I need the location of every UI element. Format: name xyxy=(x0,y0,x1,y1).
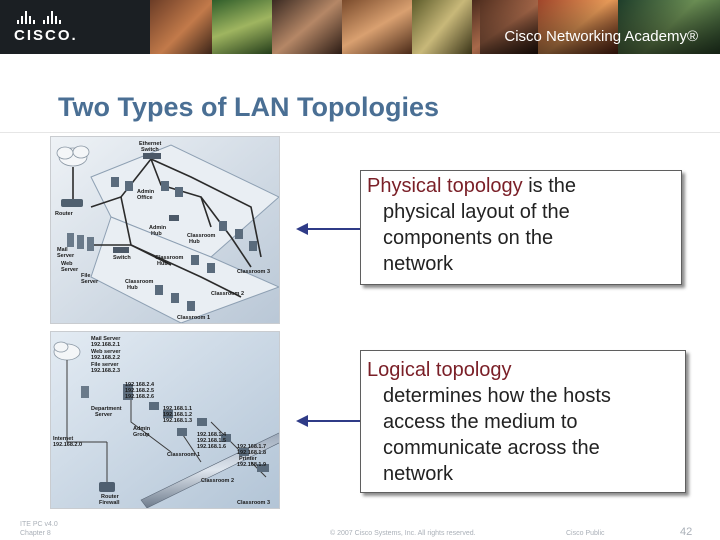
page-number: 42 xyxy=(680,526,693,538)
footer-copyright: © 2007 Cisco Systems, Inc. All rights re… xyxy=(330,530,476,537)
svg-text:Server: Server xyxy=(81,279,99,285)
svg-text:Web: Web xyxy=(61,261,73,267)
banner-photo xyxy=(150,0,212,54)
callout-text: communicate across the xyxy=(383,437,600,459)
banner-photo xyxy=(272,0,342,54)
svg-text:Mail Server: Mail Server xyxy=(91,336,121,342)
svg-text:Hub: Hub xyxy=(189,239,200,245)
svg-text:192.168.2.6: 192.168.2.6 xyxy=(125,394,154,400)
svg-text:192.168.1.1: 192.168.1.1 xyxy=(163,406,192,412)
svg-text:Firewall: Firewall xyxy=(99,500,120,506)
physical-topology-drawing: Ethernet Switch Router Admin Office Admi… xyxy=(51,137,279,323)
svg-text:Web server: Web server xyxy=(91,349,121,355)
cloud-icon xyxy=(53,341,81,361)
callout-text: network xyxy=(383,253,454,275)
svg-text:Router: Router xyxy=(55,211,74,217)
cisco-bars-icon xyxy=(17,10,78,24)
physical-topology-callout: Physical topology is the physical layout… xyxy=(360,170,682,285)
svg-text:Server: Server xyxy=(57,253,75,259)
footer-chapter: Chapter 8 xyxy=(20,530,51,537)
svg-text:Group: Group xyxy=(133,432,150,438)
callout-text: determines how the hosts xyxy=(383,385,611,407)
banner-photo xyxy=(212,0,272,54)
logical-arrow xyxy=(296,415,360,427)
svg-text:Hub: Hub xyxy=(151,231,162,237)
svg-text:Ethernet: Ethernet xyxy=(139,141,161,147)
svg-text:Switch: Switch xyxy=(113,255,131,261)
svg-text:192.168.2.5: 192.168.2.5 xyxy=(125,388,154,394)
svg-text:Internet: Internet xyxy=(53,436,73,442)
physical-arrow xyxy=(296,223,360,235)
callout-text: components on the xyxy=(383,227,554,249)
cloud-icon xyxy=(56,145,90,167)
svg-text:192.168.2.1: 192.168.2.1 xyxy=(91,342,120,348)
banner-photo xyxy=(412,0,472,54)
svg-text:Classroom 2: Classroom 2 xyxy=(201,478,234,484)
svg-text:Admin: Admin xyxy=(137,189,155,195)
svg-text:File: File xyxy=(81,273,90,279)
svg-text:Classroom 3: Classroom 3 xyxy=(237,500,270,506)
svg-text:Server: Server xyxy=(95,412,113,418)
logical-topology-term: Logical topology xyxy=(367,359,512,381)
svg-text:Classroom: Classroom xyxy=(155,255,184,261)
svg-text:Department: Department xyxy=(91,406,122,412)
svg-text:Classroom: Classroom xyxy=(125,279,154,285)
footer-classification: Cisco Public xyxy=(566,530,605,537)
academy-name: Cisco Networking Academy® xyxy=(504,28,698,45)
cisco-wordmark: CISCO. xyxy=(14,27,78,44)
physical-topology-diagram: Ethernet Switch Router Admin Office Admi… xyxy=(50,136,280,324)
device-icons xyxy=(81,384,269,492)
svg-text:Office: Office xyxy=(137,195,153,201)
svg-text:Hub: Hub xyxy=(157,261,168,267)
svg-text:192.168.1.7: 192.168.1.7 xyxy=(237,444,266,450)
svg-text:Printer: Printer xyxy=(239,456,258,462)
svg-text:Classroom 1: Classroom 1 xyxy=(177,315,210,321)
title-divider xyxy=(0,132,720,133)
svg-text:Classroom 3: Classroom 3 xyxy=(237,269,270,275)
svg-text:Classroom 2: Classroom 2 xyxy=(211,291,244,297)
callout-text: network xyxy=(383,463,454,485)
svg-text:192.168.1.4: 192.168.1.4 xyxy=(197,432,227,438)
banner-photo xyxy=(342,0,412,54)
physical-topology-term: Physical topology xyxy=(367,175,523,197)
svg-text:Admin: Admin xyxy=(133,426,151,432)
footer-course: ITE PC v4.0 xyxy=(20,521,58,528)
cable-lines xyxy=(72,158,262,298)
svg-text:192.168.1.9: 192.168.1.9 xyxy=(237,462,266,468)
svg-text:192.168.1.5: 192.168.1.5 xyxy=(197,438,226,444)
logical-topology-drawing: Mail Server 192.168.2.1 Web server 192.1… xyxy=(51,332,279,508)
svg-text:192.168.2.3: 192.168.2.3 xyxy=(91,368,120,374)
svg-text:Router: Router xyxy=(101,494,120,500)
callout-text: is the xyxy=(522,175,577,197)
banner-shade xyxy=(480,0,720,54)
svg-text:192.168.1.3: 192.168.1.3 xyxy=(163,418,192,424)
device-icons xyxy=(61,153,257,311)
callout-first-line: Physical topology is the xyxy=(367,173,675,199)
cisco-logo: CISCO. xyxy=(14,10,78,44)
svg-text:192.168.2.2: 192.168.2.2 xyxy=(91,355,120,361)
svg-text:File server: File server xyxy=(91,362,119,368)
svg-text:192.168.2.4: 192.168.2.4 xyxy=(125,382,155,388)
slide-title: Two Types of LAN Topologies xyxy=(58,92,439,122)
callout-text: physical layout of the xyxy=(383,201,570,223)
svg-text:192.168.2.0: 192.168.2.0 xyxy=(53,442,82,448)
callout-text: access the medium to xyxy=(383,411,578,433)
logical-topology-callout: Logical topology determines how the host… xyxy=(360,350,686,493)
svg-text:Server: Server xyxy=(61,267,79,273)
svg-text:Classroom: Classroom xyxy=(187,233,216,239)
svg-text:192.168.1.6: 192.168.1.6 xyxy=(197,444,226,450)
svg-text:192.168.1.8: 192.168.1.8 xyxy=(237,450,266,456)
svg-text:Hub: Hub xyxy=(127,285,138,291)
svg-text:Switch: Switch xyxy=(141,147,159,153)
header-banner: CISCO. Cisco Networking Academy® xyxy=(0,0,720,54)
svg-text:Admin: Admin xyxy=(149,225,167,231)
svg-text:192.168.1.2: 192.168.1.2 xyxy=(163,412,192,418)
logical-topology-diagram: Mail Server 192.168.2.1 Web server 192.1… xyxy=(50,331,280,509)
svg-text:Mail: Mail xyxy=(57,247,68,253)
svg-text:Classroom 1: Classroom 1 xyxy=(167,452,200,458)
